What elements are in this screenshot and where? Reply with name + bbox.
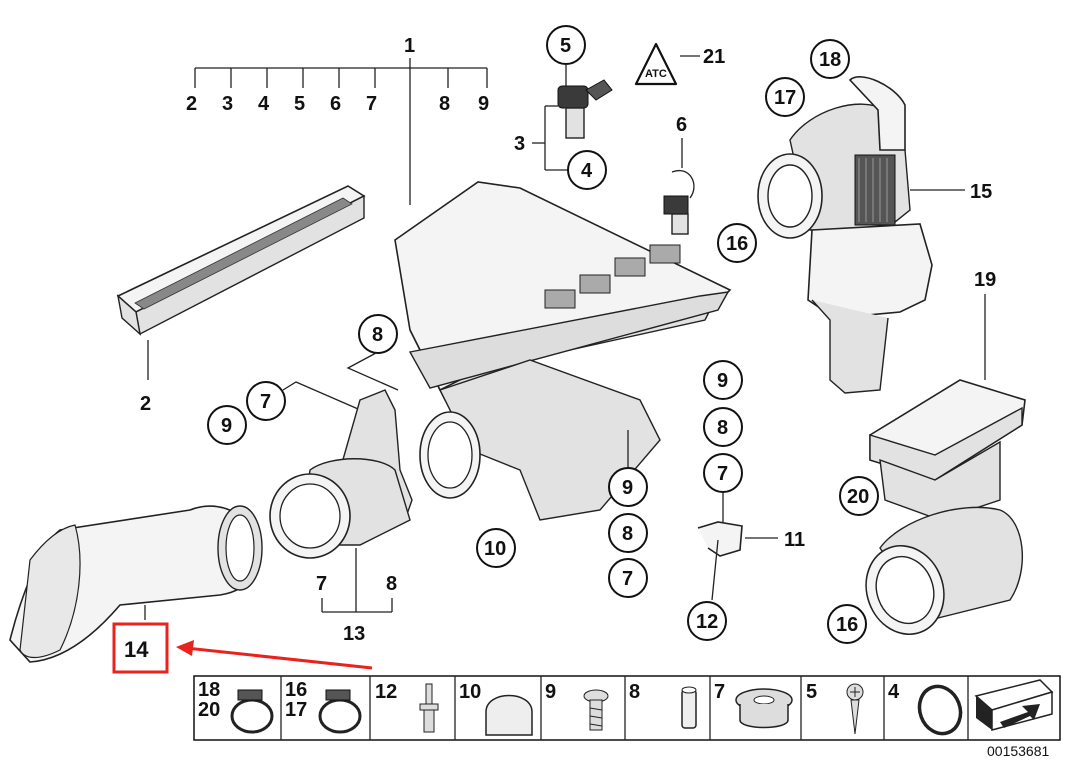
hose-clamp-icon [318,689,362,734]
label-1-sub-7: 7 [366,93,377,115]
air-filter-housing: 10 [394,181,732,568]
intake-duct: 14 [9,505,373,674]
label-18-top: 18 [819,49,841,71]
highlight-arrow-line [185,646,373,670]
label-8-mid: 8 [386,573,397,595]
label-21: 21 [703,46,725,68]
right-stack-9: 9 [717,370,728,392]
legend-18: 18 [198,679,220,701]
diagram-number: 00153681 [987,743,1050,759]
legend-4: 4 [888,681,900,703]
legend-17: 17 [285,699,307,721]
label-1-sub-9: 9 [478,93,489,115]
left-label-9: 9 [221,415,232,437]
intake-boot-upper: 18 17 15 [757,39,992,394]
svg-text:ATC: ATC [645,68,667,80]
label-15: 15 [970,181,992,203]
highlight-arrow-head [176,640,194,656]
label-1-sub-2: 2 [186,93,197,115]
label-1-sub-4: 4 [258,93,270,115]
grommet-icon [735,688,793,729]
left-label-8: 8 [372,324,383,346]
label-11: 11 [784,529,805,551]
air-filter-element: 2 [116,185,366,415]
legend-8: 8 [629,681,640,703]
label-17: 17 [774,87,796,109]
wire-connector: 6 16 [663,114,757,263]
label-16-bottom: 16 [836,614,858,636]
legend-20: 20 [198,699,220,721]
screw-icon [583,689,609,731]
label-1-sub-6: 6 [330,93,341,115]
label-7-mid: 7 [316,573,327,595]
label-19: 19 [974,269,996,291]
label-2-filter: 2 [140,393,151,415]
label-14: 14 [124,637,149,662]
maf-housing-group: 8 7 9 7 8 13 [207,314,413,645]
label-6: 6 [676,114,687,136]
label-5-top: 5 [560,35,571,57]
label-1-sub-5: 5 [294,93,305,115]
left-label-7: 7 [260,391,271,413]
arrow-icon [974,679,1054,731]
label-12: 12 [696,611,718,633]
legend-bar: 18 20 16 17 12 10 9 [193,675,1061,759]
intake-resonator-lower: 19 20 16 [827,269,1026,644]
center-stack-9: 9 [622,477,633,499]
rivet-icon [419,683,439,733]
right-fastener-stack: 9 8 7 11 12 [687,360,805,641]
center-fastener-stack: 9 8 7 [608,430,648,598]
highlight-box [112,622,169,674]
hose-clamp-icon [230,689,274,734]
label-1-bracket: 1 2 3 4 5 6 7 8 9 [186,35,489,205]
legend-7: 7 [714,681,725,703]
right-stack-7: 7 [717,463,728,485]
mass-air-flow-sensor: 5 3 4 [514,25,613,190]
rubber-cap-icon [485,694,533,736]
label-3: 3 [514,133,525,155]
label-4-sensor: 4 [581,160,593,182]
warning-label: ATC 21 [634,42,725,86]
label-1-sub-8: 8 [439,93,450,115]
legend-5: 5 [806,681,817,703]
legend-16: 16 [285,679,307,701]
spacer-sleeve-icon [681,686,697,729]
label-10: 10 [484,538,506,560]
right-stack-8: 8 [717,417,728,439]
o-ring-icon [917,684,963,736]
label-1-sub-3: 3 [222,93,233,115]
label-20: 20 [847,486,869,508]
center-stack-7: 7 [622,568,633,590]
label-16-top: 16 [726,233,748,255]
legend-9: 9 [545,681,556,703]
label-13: 13 [343,623,365,645]
center-stack-8: 8 [622,523,633,545]
legend-10: 10 [459,681,481,703]
label-1: 1 [404,35,415,57]
self-tapping-screw-icon [846,683,864,735]
legend-12: 12 [375,681,397,703]
